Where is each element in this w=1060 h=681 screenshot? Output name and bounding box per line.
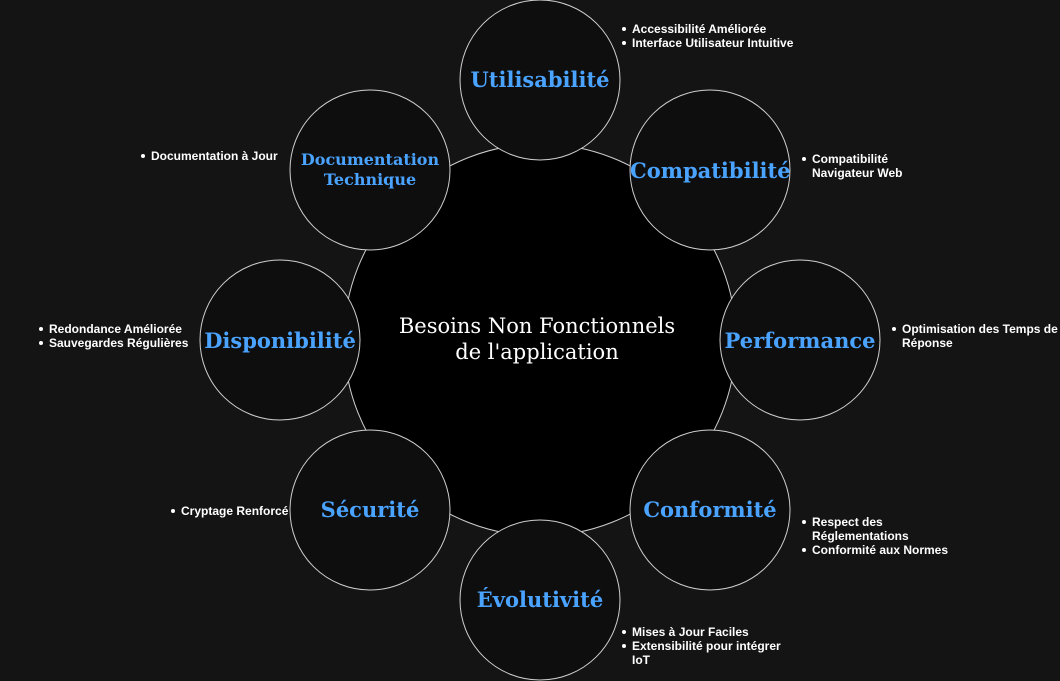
bullet-item: Sauvegardes Régulières bbox=[39, 336, 199, 350]
node-label-performance: Performance bbox=[724, 328, 876, 353]
node-label-documentation: Documentation Technique bbox=[290, 150, 450, 190]
bullets-disponibilite: Redondance Améliorée Sauvegardes Réguliè… bbox=[39, 322, 199, 350]
node-circle-conformite bbox=[629, 429, 791, 591]
bullet-item: Redondance Améliorée bbox=[39, 322, 199, 336]
bullet-item: Cryptage Renforcé bbox=[171, 504, 296, 518]
bullets-utilisabilite: Accessibilité Améliorée Interface Utilis… bbox=[622, 22, 812, 50]
bullet-item: Mises à Jour Faciles bbox=[622, 625, 792, 639]
center-title-line1: Besoins Non Fonctionnels bbox=[398, 314, 676, 338]
bullet-item: Documentation à Jour bbox=[141, 149, 286, 163]
bullet-item: Respect des Réglementations bbox=[802, 515, 962, 543]
bullet-item: Conformité aux Normes bbox=[802, 543, 962, 557]
bullets-evolutivite: Mises à Jour Faciles Extensibilité pour … bbox=[622, 625, 792, 667]
node-label-disponibilite: Disponibilité bbox=[204, 328, 356, 353]
node-label-documentation-line2: Technique bbox=[323, 170, 417, 189]
bullets-compatibilite: Compatibilité Navigateur Web bbox=[802, 152, 922, 180]
bullet-item: Optimisation des Temps de Réponse bbox=[892, 322, 1060, 350]
node-circle-utilisabilite bbox=[459, 0, 621, 161]
node-label-conformite: Conformité bbox=[643, 497, 777, 522]
node-circle-documentation bbox=[289, 89, 451, 251]
node-circle-performance bbox=[719, 259, 881, 421]
node-label-evolutivite: Évolutivité bbox=[476, 587, 604, 612]
node-circle-disponibilite bbox=[199, 259, 361, 421]
bullets-securite: Cryptage Renforcé bbox=[171, 504, 296, 518]
node-circle-compatibilite bbox=[629, 89, 791, 251]
bullets-conformite: Respect des Réglementations Conformité a… bbox=[802, 515, 962, 557]
node-label-utilisabilite: Utilisabilité bbox=[470, 67, 610, 92]
node-circle-evolutivite bbox=[459, 519, 621, 681]
node-label-securite: Sécurité bbox=[320, 497, 420, 522]
bullets-documentation: Documentation à Jour bbox=[141, 149, 286, 163]
node-circle-securite bbox=[289, 429, 451, 591]
center-title: Besoins Non Fonctionnels de l'applicatio… bbox=[380, 313, 694, 365]
bullet-item: Accessibilité Améliorée bbox=[622, 22, 812, 36]
node-label-documentation-line1: Documentation bbox=[300, 150, 440, 169]
node-label-compatibilite: Compatibilité bbox=[630, 158, 791, 183]
bullet-item: Compatibilité Navigateur Web bbox=[802, 152, 922, 180]
center-title-line2: de l'application bbox=[455, 340, 619, 364]
bullet-item: Interface Utilisateur Intuitive bbox=[622, 36, 812, 50]
bullets-performance: Optimisation des Temps de Réponse bbox=[892, 322, 1060, 350]
bullet-item: Extensibilité pour intégrer IoT bbox=[622, 639, 792, 667]
